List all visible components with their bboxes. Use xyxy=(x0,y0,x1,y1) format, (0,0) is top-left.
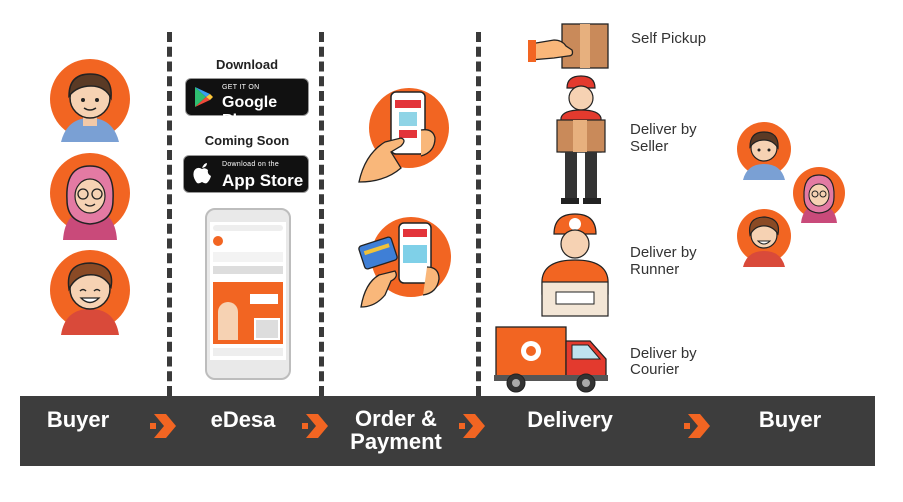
deliver-by-runner-label-2: Runner xyxy=(630,261,680,278)
chevron-right-icon xyxy=(150,414,176,438)
chevron-right-icon xyxy=(302,414,328,438)
divider-2 xyxy=(319,32,324,396)
stage-edesa: eDesa xyxy=(210,407,276,432)
stage-delivery: Delivery xyxy=(527,407,613,432)
google-play-small-text: GET IT ON xyxy=(222,84,260,91)
buyer-avatar-boy-icon xyxy=(50,59,130,142)
chevron-right-icon xyxy=(459,414,485,438)
deliver-by-runner-label-1: Deliver by xyxy=(630,244,697,261)
final-buyer-avatar-smiling-boy-icon xyxy=(737,209,791,267)
self-pickup-icon xyxy=(528,23,609,69)
runner-delivery-icon xyxy=(541,213,609,317)
courier-truck-icon xyxy=(494,326,608,393)
seller-delivery-icon xyxy=(556,75,606,204)
deliver-by-courier-label-1: Deliver by xyxy=(630,345,697,362)
deliver-by-seller-label-1: Deliver by xyxy=(630,121,697,138)
chevron-right-icon xyxy=(684,414,710,438)
final-buyer-avatar-boy-icon xyxy=(737,122,791,180)
order-phone-hand-icon xyxy=(358,88,449,183)
deliver-by-seller-label-2: Seller xyxy=(630,138,669,155)
stage-buyer: Buyer xyxy=(46,407,110,432)
buyer-avatar-smiling-boy-icon xyxy=(50,250,130,335)
phone-mockup xyxy=(205,208,291,380)
self-pickup-label: Self Pickup xyxy=(631,30,707,47)
download-label: Download xyxy=(215,57,279,72)
app-store-big-text: App Store xyxy=(222,171,304,190)
deliver-by-courier-label-2: Courier xyxy=(630,361,680,378)
stage-order-line-1: Order & xyxy=(355,406,437,431)
stage-order-line-2: Payment xyxy=(350,429,442,454)
google-play-icon xyxy=(195,87,213,107)
app-store-badge[interactable]: Download on the App Store xyxy=(183,155,309,193)
coming-soon-label: Coming Soon xyxy=(204,133,290,148)
phone-screen xyxy=(210,222,286,360)
stage-final-buyer: Buyer xyxy=(758,407,822,432)
google-play-big-text: Google Play xyxy=(222,94,278,129)
payment-card-phone-icon xyxy=(358,217,451,308)
app-store-small-text: Download on the xyxy=(222,161,280,168)
divider-3 xyxy=(476,32,481,396)
divider-1 xyxy=(167,32,172,396)
buyer-avatar-hijab-icon xyxy=(50,153,130,240)
final-buyer-avatar-hijab-icon xyxy=(793,167,845,223)
apple-icon xyxy=(193,163,211,184)
google-play-badge[interactable]: GET IT ON Google Play xyxy=(185,78,309,129)
